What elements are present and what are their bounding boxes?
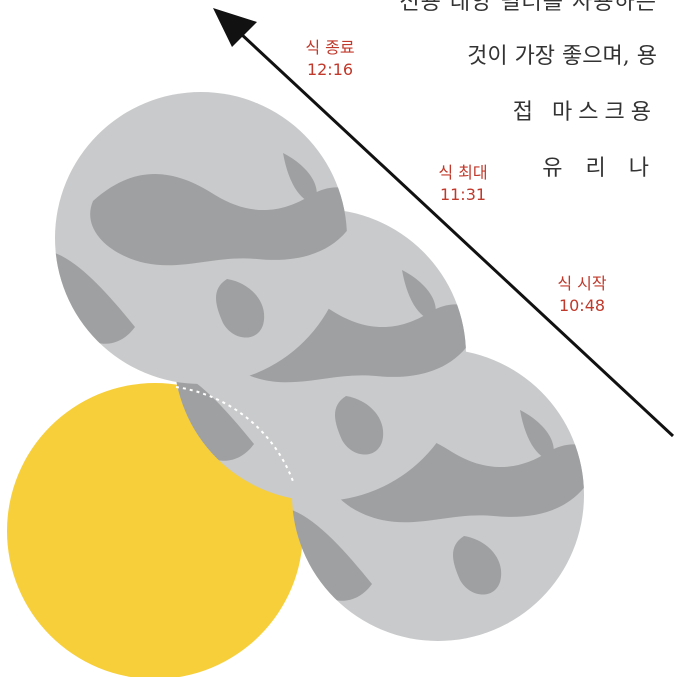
label-eclipse-start-time: 10:48	[558, 296, 606, 315]
label-eclipse-end-title: 식 종료	[305, 38, 355, 57]
label-eclipse-start: 식 시작 10:48	[542, 273, 622, 317]
moon-eclipse-end	[55, 92, 347, 384]
sun-limb-dashed-outline	[175, 386, 295, 485]
label-eclipse-max-time: 11:31	[439, 185, 487, 204]
moon-path-arrow	[213, 8, 675, 438]
label-eclipse-start-title: 식 시작	[557, 274, 607, 293]
label-eclipse-end-time: 12:16	[306, 60, 354, 79]
label-eclipse-end: 식 종료 12:16	[290, 37, 370, 81]
body-text-line-3: 접 마스크용	[512, 100, 657, 125]
body-text-line-2: 것이 가장 좋으며, 용	[467, 44, 657, 69]
label-eclipse-max-title: 식 최대	[438, 163, 488, 182]
body-text-line-1: 전용 태양 필터를 사용하는	[399, 0, 657, 15]
body-text-line-4: 유 리 나	[542, 156, 657, 181]
label-eclipse-max: 식 최대 11:31	[423, 162, 503, 206]
